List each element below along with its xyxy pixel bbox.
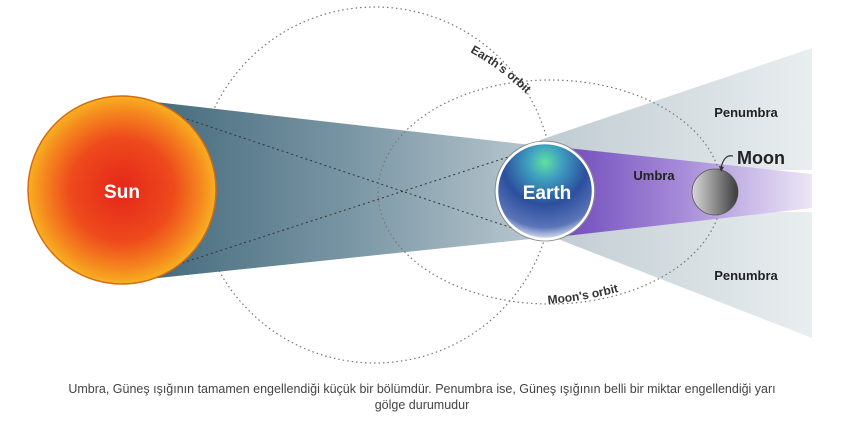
caption-line-2: gölge durumudur bbox=[374, 398, 470, 412]
sun-label: Sun bbox=[104, 182, 140, 203]
sunlight-cone bbox=[120, 98, 540, 282]
earth-orbit-label: Earth's orbit bbox=[469, 42, 534, 96]
penumbra-bottom-label: Penumbra bbox=[714, 268, 778, 283]
penumbra-top-label: Penumbra bbox=[714, 105, 778, 120]
sun-body bbox=[27, 95, 217, 285]
earth-label: Earth bbox=[523, 183, 572, 204]
moon-orbit-label: Moon's orbit bbox=[547, 281, 620, 307]
figure-caption: Umbra, Güneş ışığının tamamen engellendi… bbox=[22, 381, 822, 413]
caption-line-1: Umbra, Güneş ışığının tamamen engellendi… bbox=[68, 382, 776, 396]
lunar-eclipse-diagram: Sun Earth Umbra Moon Penumbra Penumbra E… bbox=[27, 6, 812, 364]
earth-outline bbox=[494, 140, 596, 242]
moon-label: Moon bbox=[737, 148, 785, 168]
umbra-label: Umbra bbox=[633, 168, 675, 183]
moon-pointer-arrowhead bbox=[719, 166, 724, 172]
tangent-line-bottom bbox=[129, 145, 543, 281]
moon-pointer-arrow bbox=[720, 155, 734, 169]
earth-body bbox=[495, 141, 595, 241]
penumbra-bottom-region bbox=[540, 212, 812, 338]
umbra-region bbox=[548, 146, 812, 238]
penumbra-top-region bbox=[540, 48, 812, 170]
moon-body bbox=[691, 168, 739, 216]
